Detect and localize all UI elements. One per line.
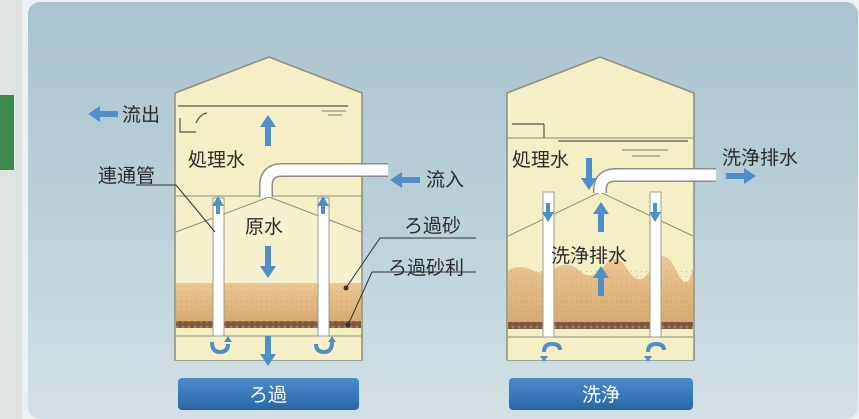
drain-down-arrow-icon (260, 336, 276, 366)
filtration-tank (174, 56, 388, 361)
treated-water-label: 処理水 (512, 149, 569, 171)
inflow-label: 流入 (426, 169, 464, 191)
curved-arrows (210, 341, 666, 355)
raw-water-label: 原水 (245, 216, 283, 238)
curve-arrow-icon (646, 341, 666, 353)
washing-tank (506, 56, 716, 361)
connecting-pipe-label: 連通管 (98, 165, 155, 187)
wash-up-arrow-icon (593, 266, 609, 296)
curve-arrow-icon (542, 341, 562, 353)
filtration-mode-label: ろ過 (249, 384, 287, 406)
wash-drain-center-label: 洗浄排水 (551, 245, 627, 267)
pipe-down-arrow-icon (542, 203, 554, 222)
wash-up-arrow-icon (593, 202, 609, 232)
diagram-panel (28, 2, 858, 419)
filtration-mode-button[interactable]: ろ過 (178, 378, 359, 410)
wash-drain-arrow-icon (726, 168, 756, 184)
filter-sand-label: ろ過砂 (404, 215, 461, 237)
pipe-up-arrow-icon (212, 196, 224, 214)
washing-mode-label: 洗浄 (582, 384, 620, 406)
outflow-label: 流出 (122, 104, 160, 126)
page-edge (0, 0, 22, 419)
curve-arrow-icon (314, 341, 334, 355)
pipe-down-arrow-icon (649, 203, 661, 222)
treated-down-arrow-icon (581, 158, 597, 190)
flow-arrows (88, 106, 756, 366)
wash-drain-label: 洗浄排水 (722, 147, 798, 169)
inflow-arrow-icon (390, 172, 420, 188)
page-edge-green (0, 95, 14, 170)
curve-arrow-icon (210, 341, 230, 355)
curved-arrow-heads (224, 336, 652, 362)
treated-water-label: 処理水 (188, 149, 245, 171)
washing-mode-button[interactable]: 洗浄 (509, 378, 693, 410)
treated-up-arrow-icon (260, 115, 276, 146)
raw-down-arrow-icon (260, 246, 276, 278)
leader-lines (136, 184, 476, 328)
outflow-arrow-icon (88, 106, 118, 122)
filter-gravel-label: ろ過砂利 (388, 257, 464, 279)
pipe-up-arrow-icon (317, 196, 329, 214)
